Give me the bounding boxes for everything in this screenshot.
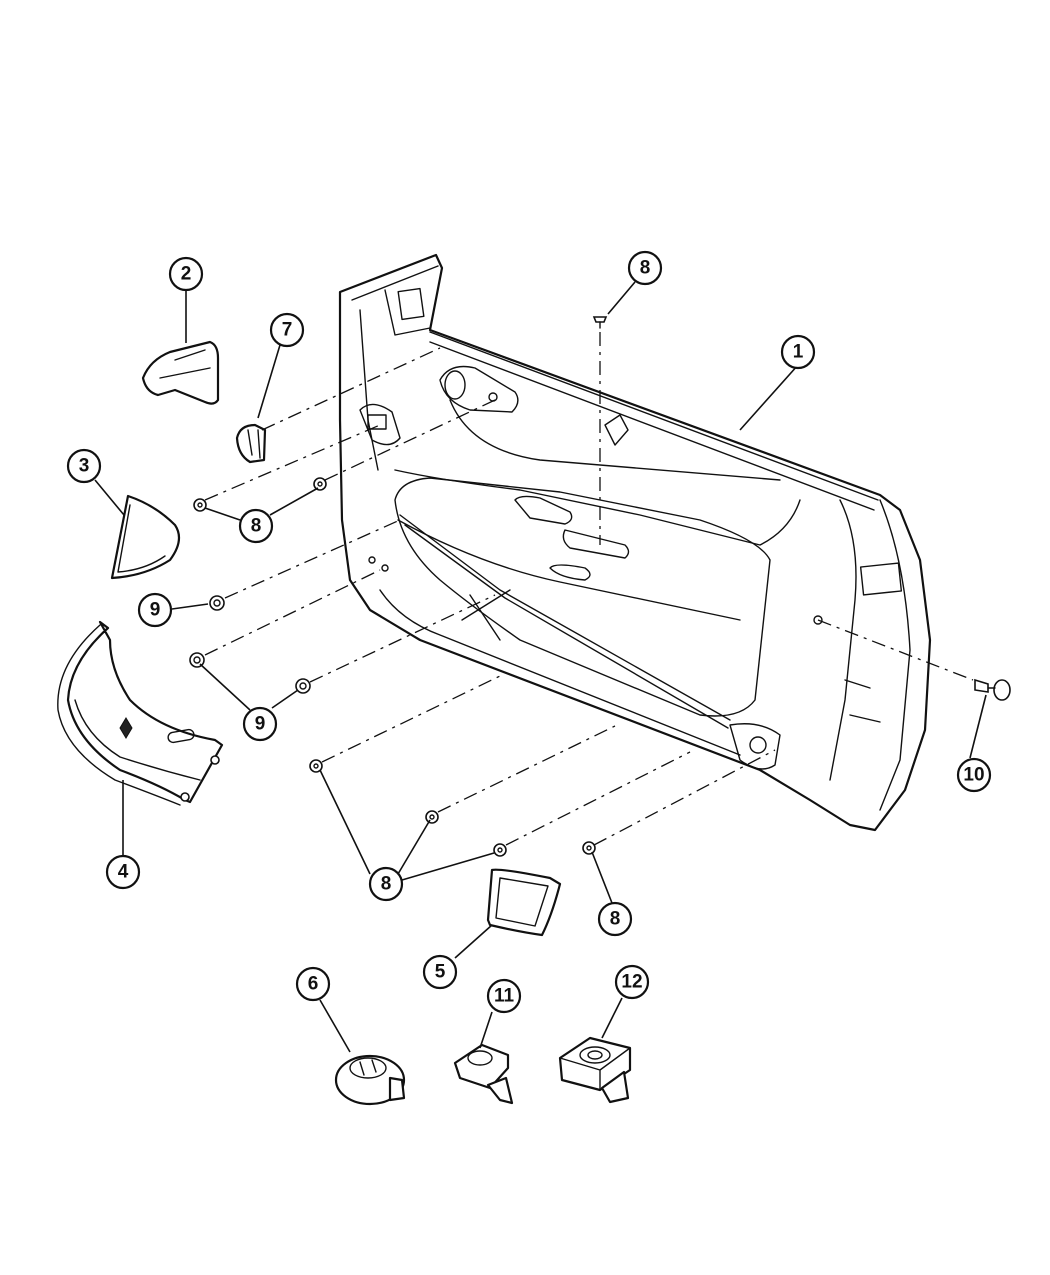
callout-6-label: 6 [308, 974, 319, 995]
callout-12: 12 [614, 964, 650, 1000]
callout-8-bottom-label: 8 [381, 874, 392, 895]
screw-bottom-1-icon [309, 759, 323, 773]
callout-8-left: 8 [238, 508, 274, 544]
screw-bottom-2-icon [425, 810, 439, 824]
callout-8-bottom: 8 [368, 866, 404, 902]
callout-9-bottom-label: 9 [255, 714, 266, 735]
callout-9-top-label: 9 [150, 600, 161, 621]
callout-10: 10 [956, 757, 992, 793]
install-lines [204, 332, 974, 846]
callout-8-right: 8 [597, 901, 633, 937]
callout-9-top: 9 [137, 592, 173, 628]
callout-1-label: 1 [793, 342, 804, 363]
leader-lines [94, 281, 987, 1053]
callout-3-label: 3 [79, 456, 90, 477]
callout-8-right-label: 8 [610, 909, 621, 930]
callout-7-label: 7 [282, 320, 293, 341]
u-nut-clip [453, 1043, 514, 1105]
retainer-3-icon [295, 678, 311, 694]
callout-7: 7 [269, 312, 305, 348]
callout-12-label: 12 [621, 972, 642, 993]
callout-4: 4 [105, 854, 141, 890]
callout-8-left-label: 8 [251, 516, 262, 537]
map-pocket [57, 620, 224, 806]
callout-3: 3 [66, 448, 102, 484]
retainer-1-icon [209, 595, 225, 611]
square-nut-clip [558, 1036, 632, 1104]
callout-8-top-label: 8 [640, 258, 651, 279]
callout-8-top: 8 [627, 250, 663, 286]
push-retainers [189, 595, 311, 694]
callout-6: 6 [295, 966, 331, 1002]
screw-bottom-3-icon [493, 843, 507, 857]
screw-fasteners [193, 316, 608, 857]
callout-11: 11 [486, 978, 522, 1014]
mirror-clip [235, 423, 267, 464]
callout-2: 2 [168, 256, 204, 292]
push-pin [334, 1054, 406, 1106]
callout-4-label: 4 [118, 862, 129, 883]
door-trim-panel [338, 253, 932, 832]
callout-9-bottom: 9 [242, 706, 278, 742]
callout-10-label: 10 [963, 765, 984, 786]
push-pin-10 [974, 678, 1011, 701]
callout-2-label: 2 [181, 264, 192, 285]
screw-left-lower-icon [313, 477, 327, 491]
screw-top-icon [592, 316, 608, 329]
callout-5: 5 [422, 954, 458, 990]
screw-left-upper-icon [193, 498, 207, 512]
callout-5-label: 5 [435, 962, 446, 983]
callout-1: 1 [780, 334, 816, 370]
screw-bottom-4-icon [582, 841, 596, 855]
sail-panel-cover [110, 494, 181, 580]
mirror-cover [141, 340, 220, 405]
callout-11-label: 11 [494, 986, 515, 1007]
switch-bezel [486, 868, 562, 937]
